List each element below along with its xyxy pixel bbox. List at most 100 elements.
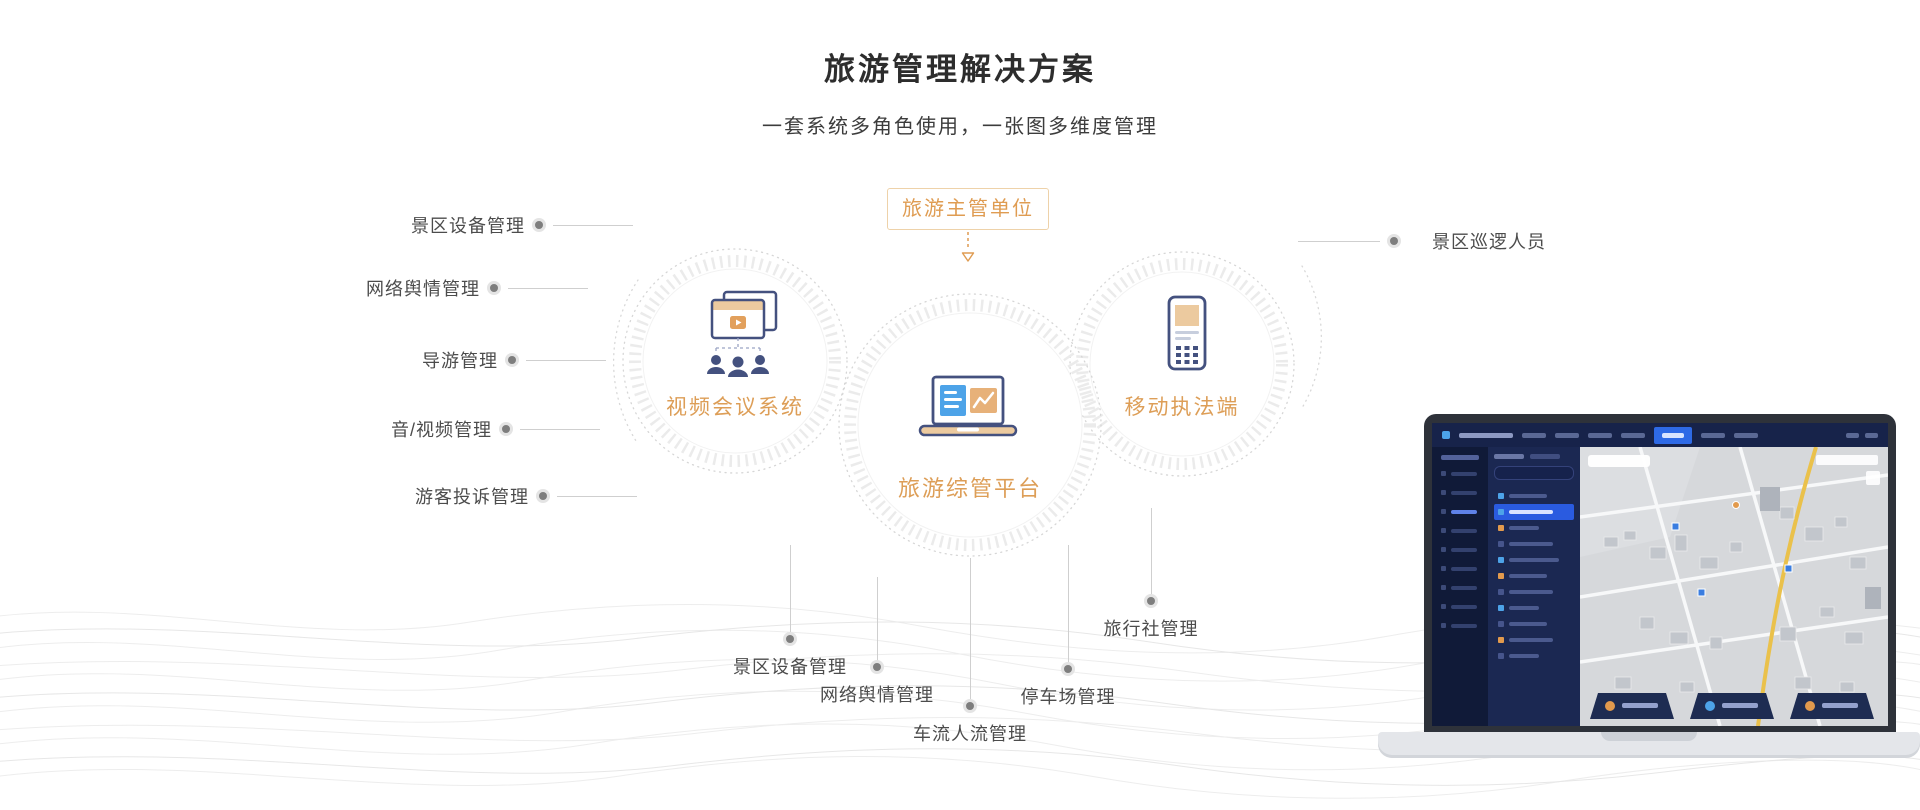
hub-label-video: 视频会议系统 [666,396,804,419]
text-bar [1621,432,1645,438]
text-bar [1451,471,1477,476]
sidebar-row [1441,585,1488,590]
text-bar [1509,510,1553,514]
sidebar-row [1441,509,1488,514]
dotted-arc-right [1301,265,1322,409]
connector-line [789,545,791,633]
text-bar [1441,455,1479,460]
panel-search-box [1494,466,1574,480]
left-item-label: 音/视频管理 [390,420,492,440]
menu-icon [1441,604,1446,609]
connector-line [508,287,588,289]
dashboard-topnav-right [1846,432,1878,438]
connector-dot [786,635,794,643]
laptop-mockup [1378,414,1920,764]
bottom-item-label: 景区设备管理 [733,657,847,677]
bottom-item-label: 网络舆情管理 [820,685,934,705]
sidebar-row [1441,604,1488,609]
text-bar [1451,547,1477,552]
page-subtitle: 一套系统多角色使用，一张图多维度管理 [762,116,1158,138]
text-bar [1701,432,1725,438]
panel-row [1494,584,1574,600]
hub-label-mobile: 移动执法端 [1124,396,1240,419]
left-item-label: 网络舆情管理 [366,279,480,299]
text-bar [1509,606,1539,610]
menu-icon [1441,471,1446,476]
dashboard-sidebar [1432,447,1488,726]
left-item: 游客投诉管理 [415,484,637,508]
text-bar [1734,432,1758,438]
dashboard-list-panel [1488,447,1580,726]
bottom-item-label: 车流人流管理 [913,724,1027,744]
item-icon [1498,525,1504,531]
item-icon [1498,589,1504,595]
dashboard-active-tab [1654,426,1692,444]
text-bar [1530,454,1560,459]
bottom-item: 网络舆情管理 [787,577,967,707]
menu-icon [1441,547,1446,552]
sidebar-row [1441,566,1488,571]
text-bar [1459,432,1513,438]
text-bar [1846,432,1859,438]
panel-row-selected [1494,504,1574,520]
connector-dot [966,702,974,710]
connector-line [969,558,971,700]
panel-row [1494,616,1574,632]
left-item-label: 游客投诉管理 [415,487,529,507]
dashboard-logo-icon [1442,431,1450,439]
left-item: 景区设备管理 [411,213,633,237]
right-item: 景区巡逻人员 [1298,229,1546,253]
connector-dot [1064,665,1072,673]
panel-tabs [1494,454,1574,459]
connector-line [526,359,606,361]
connector-dot [502,425,510,433]
text-bar [1494,454,1524,459]
text-bar [1522,432,1546,438]
item-icon [1498,573,1504,579]
bottom-item: 停车场管理 [978,545,1158,709]
menu-icon [1441,566,1446,571]
connector-line [553,224,633,226]
text-bar [1509,638,1553,642]
authority-box: 旅游主管单位 [887,188,1049,230]
text-bar [1451,566,1477,571]
bottom-item-label: 旅行社管理 [1103,619,1199,639]
item-icon [1498,493,1504,499]
dashboard-screenshot [1432,423,1888,726]
text-bar [1509,526,1539,530]
menu-icon [1441,585,1446,590]
dashboard-map-graphic [1579,446,1888,726]
text-bar [1865,432,1878,438]
item-icon [1498,605,1504,611]
map-bottom-cards [1590,693,1874,719]
laptop-dashboard-icon [918,375,1018,437]
sidebar-row [1441,528,1488,533]
dashboard-map [1579,446,1888,726]
menu-icon [1441,509,1446,514]
text-bar [1451,528,1477,533]
text-bar [1509,622,1547,626]
sidebar-row [1441,547,1488,552]
menu-icon [1441,490,1446,495]
sidebar-row [1441,471,1488,476]
text-bar [1509,558,1559,562]
panel-row [1494,600,1574,616]
left-item: 网络舆情管理 [366,276,588,300]
laptop-screen-bezel [1424,414,1896,732]
item-icon [1498,541,1504,547]
dashed-down-arrow-icon [961,232,975,262]
panel-row [1494,632,1574,648]
panel-row [1494,648,1574,664]
video-conference-icon [707,290,778,377]
connector-line [876,577,878,661]
bottom-item: 车流人流管理 [880,558,1060,746]
text-bar [1451,623,1477,628]
text-bar [1509,574,1547,578]
menu-icon [1441,623,1446,628]
bottom-item-label: 停车场管理 [1020,687,1116,707]
left-item-label: 景区设备管理 [411,216,525,236]
laptop-base-notch [1601,732,1697,741]
connector-dot [873,663,881,671]
panel-row [1494,568,1574,584]
text-bar [1555,432,1579,438]
